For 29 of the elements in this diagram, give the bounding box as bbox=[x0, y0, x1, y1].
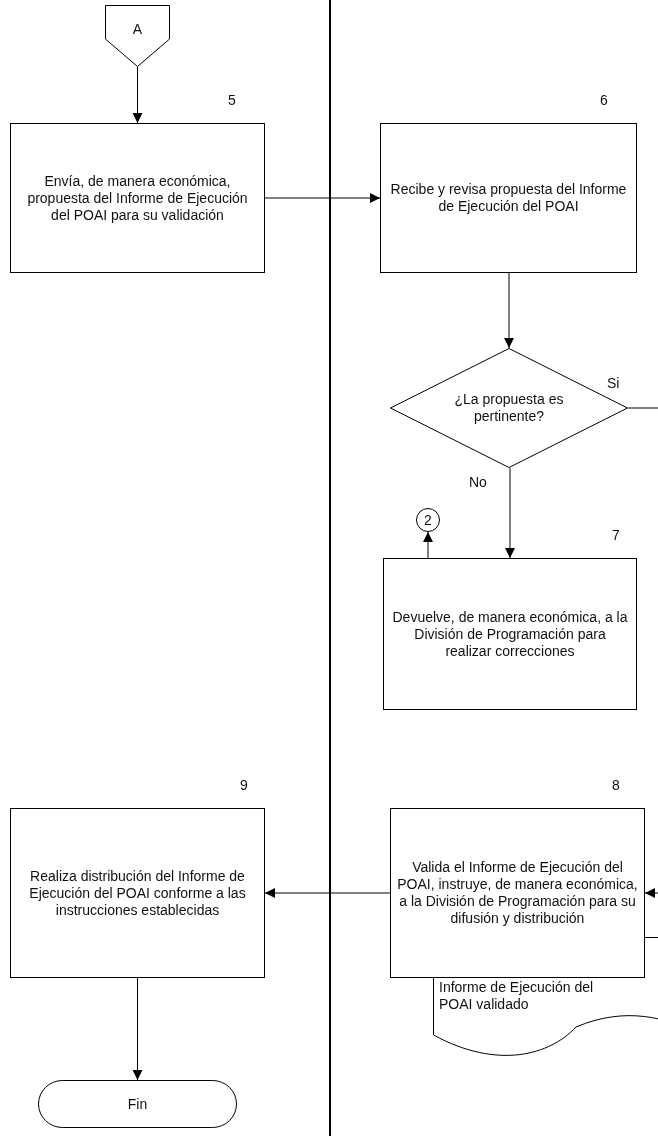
arrow bbox=[264, 193, 381, 203]
process-box bbox=[383, 558, 637, 710]
arrow bbox=[504, 272, 514, 349]
arrow bbox=[132, 977, 143, 1081]
step-number: 7 bbox=[612, 527, 620, 544]
step-number: 5 bbox=[228, 92, 236, 109]
shape-label: ¿La propuesta es pertinente? bbox=[453, 391, 565, 425]
process-box bbox=[10, 123, 265, 273]
arrow bbox=[423, 531, 433, 559]
step-number: 9 bbox=[240, 777, 248, 794]
arrow bbox=[132, 66, 143, 124]
shape-label: Fin bbox=[127, 1095, 148, 1113]
process-box bbox=[380, 123, 637, 273]
arrow bbox=[505, 467, 515, 559]
shape-label: Informe de Ejecución del POAI validado bbox=[439, 979, 595, 1013]
connector-line bbox=[627, 407, 658, 409]
step-number: 6 bbox=[600, 92, 608, 109]
process-box bbox=[390, 808, 645, 978]
step-text: Recibe y revisa propuesta del Informe de Ejecución del POAI bbox=[389, 181, 628, 215]
arrow bbox=[644, 888, 658, 898]
step-text: Realiza distribución del Informe de Ejecución del POAI conforme a las instrucciones establecidas bbox=[28, 867, 247, 919]
shape-label: A bbox=[132, 20, 143, 38]
step-text: Valida el Informe de Ejecución del POAI, instruye, de manera económica, a la División de Programación para su difusión y distribución bbox=[397, 859, 638, 927]
step-text: Envía, de manera económica, propuesta del Informe de Ejecución del POAI para su validación bbox=[26, 172, 249, 224]
step-text: Devuelve, de manera económica, a la División de Programación para realizar correcciones bbox=[391, 608, 629, 660]
arrow bbox=[264, 888, 391, 898]
step-number: 8 bbox=[612, 777, 620, 794]
process-box bbox=[10, 808, 265, 978]
shape-label: 2 bbox=[424, 511, 432, 529]
